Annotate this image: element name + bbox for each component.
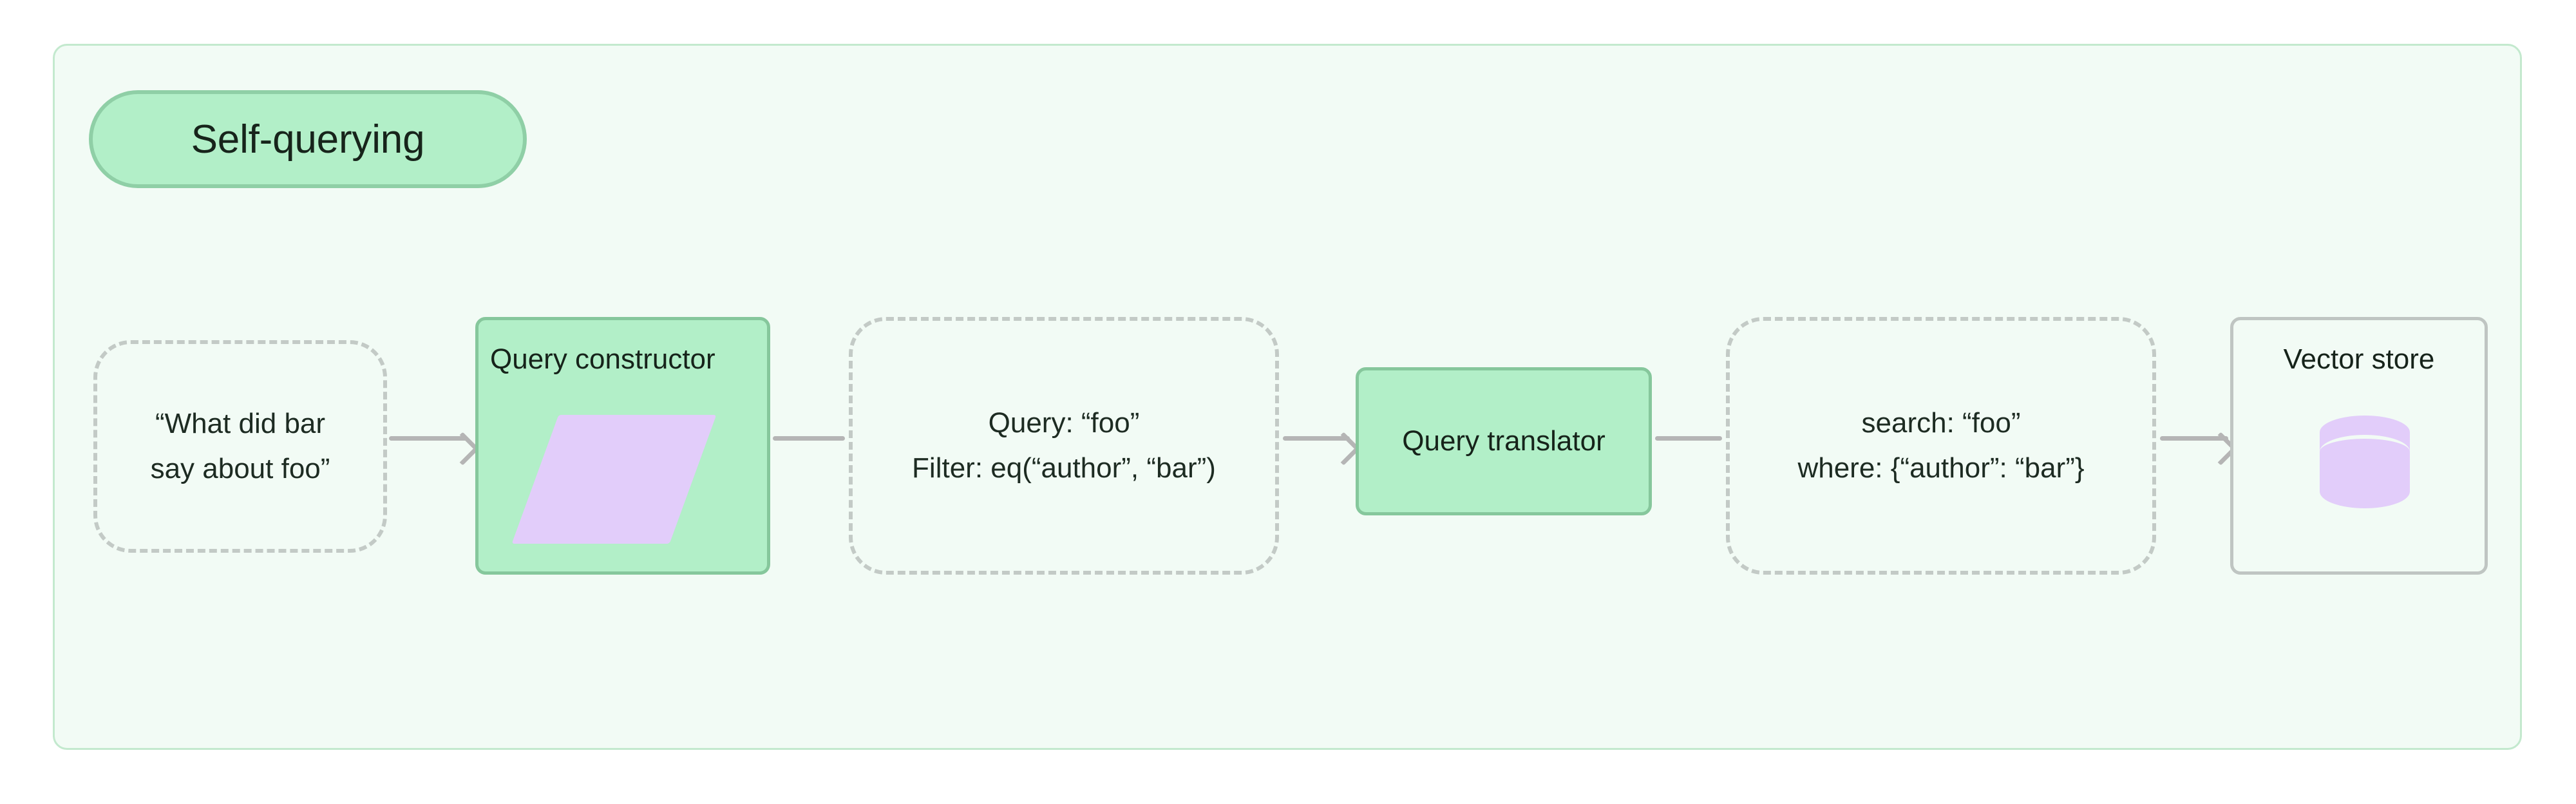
node-native-query[interactable]: search: “foo” where: {“author”: “bar”}	[1726, 317, 2156, 575]
parallelogram-icon	[511, 415, 717, 544]
node-native-query-line-1: search: “foo”	[1861, 407, 2021, 439]
node-structured-query[interactable]: Query: “foo” Filter: eq(“author”, “bar”)	[849, 317, 1279, 575]
node-structured-query-line-1: Query: “foo”	[988, 407, 1140, 439]
node-query-constructor[interactable]: Query constructor	[475, 317, 770, 575]
node-user-question-line-1: “What did bar	[155, 408, 326, 440]
cylinder-seam	[2320, 435, 2410, 468]
edge-query-constructor-to-structured-query	[773, 436, 845, 441]
edge-native-query-to-vector-store	[2160, 436, 2228, 441]
node-user-question[interactable]: “What did bar say about foo”	[93, 340, 387, 553]
node-query-constructor-label: Query constructor	[490, 343, 715, 375]
node-query-translator-label: Query translator	[1402, 425, 1605, 457]
database-cylinder-icon	[2320, 416, 2410, 519]
edge-user-question-to-query-constructor	[389, 436, 468, 441]
node-query-translator[interactable]: Query translator	[1356, 367, 1652, 515]
edge-structured-query-to-query-translator	[1283, 436, 1350, 441]
node-structured-query-line-2: Filter: eq(“author”, “bar”)	[912, 452, 1216, 484]
node-vector-store[interactable]: Vector store	[2230, 317, 2488, 575]
node-native-query-line-2: where: {“author”: “bar”}	[1797, 452, 2085, 484]
subgraph-title-badge: Self-querying	[89, 90, 527, 188]
node-vector-store-label: Vector store	[2283, 343, 2435, 375]
subgraph-title-label: Self-querying	[191, 117, 425, 162]
node-user-question-line-2: say about foo”	[150, 453, 330, 484]
edge-query-translator-to-native-query	[1655, 436, 1722, 441]
